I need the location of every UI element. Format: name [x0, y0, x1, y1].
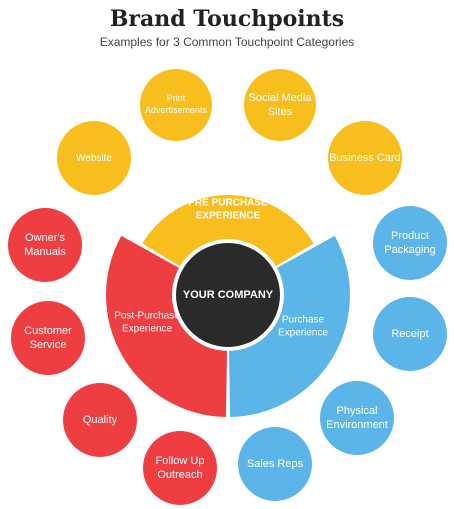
page-subtitle: Examples for 3 Common Touchpoint Categor… — [99, 35, 355, 49]
touchpoint-sales-reps-label: Sales Reps — [247, 458, 304, 470]
center-label: YOUR COMPANY — [183, 289, 274, 301]
touchpoint-physical-environment — [320, 381, 394, 455]
touchpoint-product-packaging — [373, 206, 447, 280]
page-title: Brand Touchpoints — [109, 6, 345, 32]
touchpoint-quality — [63, 383, 137, 457]
touchpoint-receipt-label: Receipt — [391, 328, 428, 340]
touchpoint-business-card-label: Business Card — [329, 152, 401, 164]
touchpoint-receipt — [373, 297, 447, 371]
touchpoint-follow-up-outreach — [143, 431, 217, 505]
touchpoint-sales-reps — [238, 427, 312, 501]
touchpoint-quality-label: Quality — [83, 414, 118, 426]
touchpoint-customer-service — [11, 301, 85, 375]
touchpoint-website-label: Website — [76, 153, 112, 164]
touchpoint-owners-manuals — [8, 208, 82, 282]
touchpoint-social-media-sites — [244, 69, 316, 141]
touchpoint-business-card — [328, 121, 402, 195]
touchpoint-website — [57, 121, 131, 195]
center-circle — [176, 243, 280, 347]
touchpoint-print-advertisements — [140, 69, 212, 141]
